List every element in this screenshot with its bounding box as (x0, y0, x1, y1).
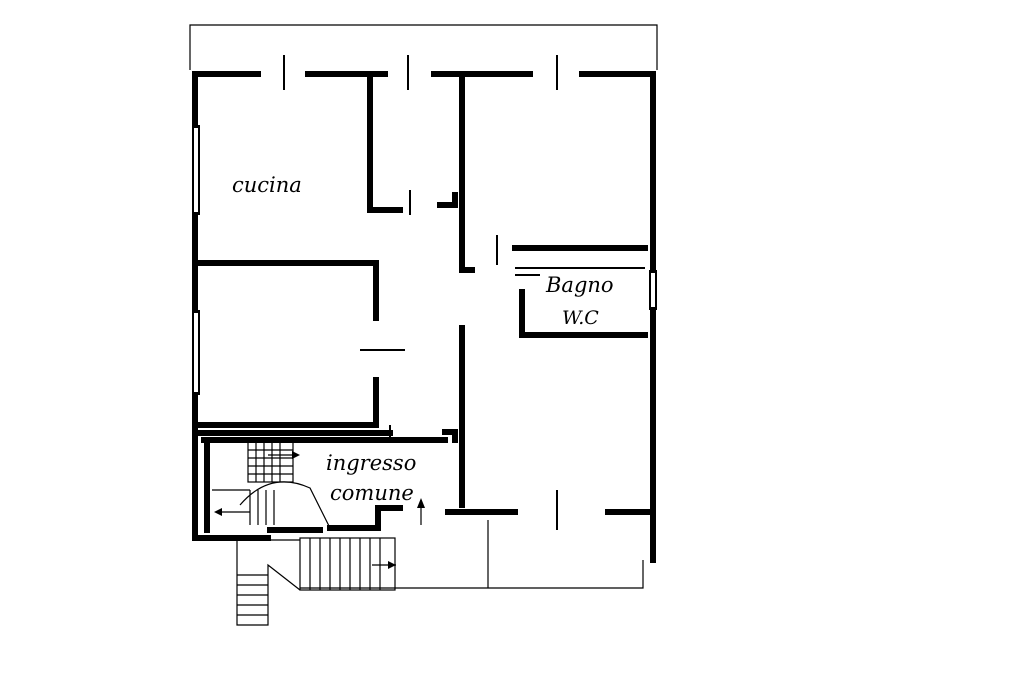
interior-walls (197, 77, 653, 533)
arrow-icon (214, 451, 425, 569)
staircase (212, 441, 396, 626)
property-outline (189, 24, 658, 589)
room-label-wc: W.C (562, 307, 599, 329)
room-label-entrance: ingresso (326, 451, 416, 475)
window-markers (283, 55, 558, 530)
room-label-common: comune (330, 481, 414, 505)
room-label-bathroom: Bagno (545, 273, 614, 297)
exterior-walls (192, 71, 657, 563)
room-label-kitchen: cucina (232, 173, 302, 197)
